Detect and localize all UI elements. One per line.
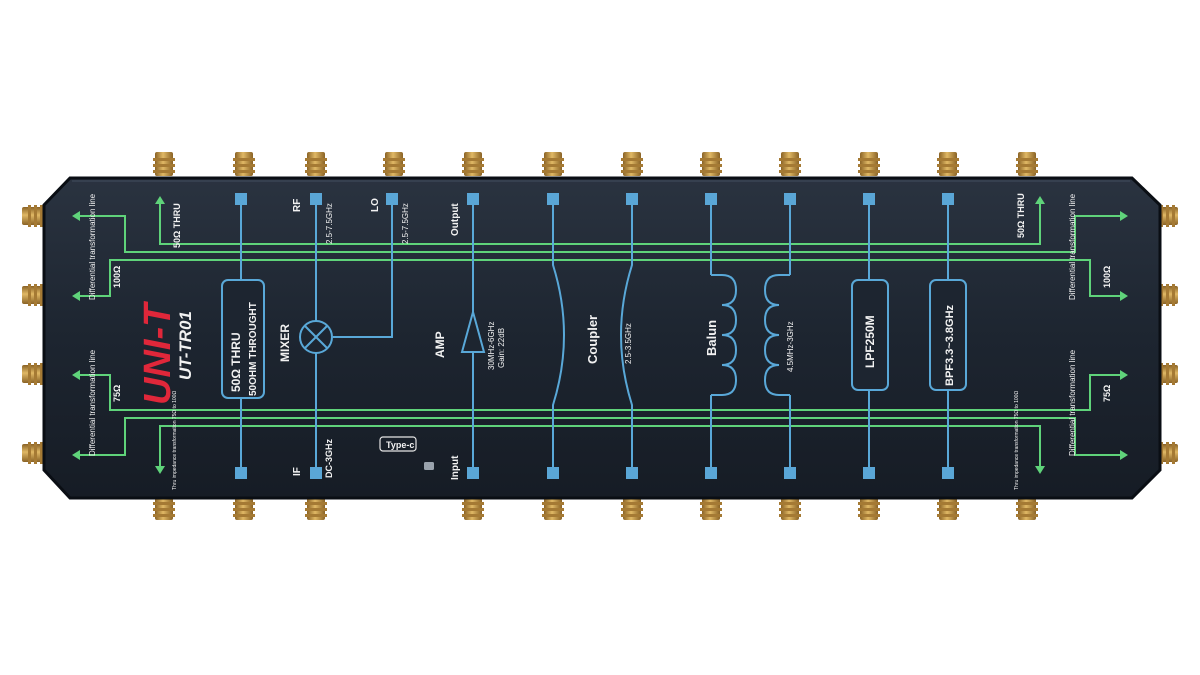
amp-input-label: Input — [450, 455, 461, 480]
mixer-rf-freq: 2.5-7.5GHz — [325, 203, 334, 244]
left-thru-50-label: 50Ω THRU — [172, 203, 182, 248]
left-ohm-75: 75Ω — [112, 385, 122, 402]
left-ohm-100: 100Ω — [112, 266, 122, 288]
mixer-rf-label: RF — [292, 199, 303, 212]
lpf-label: LPF250M — [863, 315, 877, 368]
bpf-block-outline — [929, 279, 967, 391]
amp-freq: 30MHz-6GHz — [487, 322, 496, 370]
balun-coil-icon — [711, 274, 790, 396]
balun-title: Balun — [704, 320, 719, 356]
top-connectors — [153, 152, 1038, 176]
model-number: UT-TR01 — [176, 311, 195, 380]
amp-output-label: Output — [450, 203, 461, 236]
mixer-lo-freq: 2.5-7.5GHz — [401, 203, 410, 244]
right-thru-note: Thru impedance transformation 75Ω to 100… — [1014, 391, 1020, 490]
type-c-label-box — [379, 436, 417, 452]
left-diff-line-1: Differential transformation line — [88, 193, 97, 300]
thru-block-line1: 50Ω THRU — [229, 332, 243, 392]
status-led — [424, 462, 434, 470]
right-ohm-75: 75Ω — [1102, 385, 1112, 402]
mixer-if-label: IF — [292, 467, 303, 476]
type-c-label: Type-c — [386, 440, 414, 450]
green-arrowheads — [72, 196, 1128, 474]
right-ohm-100: 100Ω — [1102, 266, 1112, 288]
amp-gain: Gain: 22dB — [497, 328, 506, 368]
green-traces — [75, 200, 1125, 470]
right-diff-line-2: Differential transformation line — [1068, 349, 1077, 456]
mixer-title: MIXER — [278, 324, 292, 362]
left-thru-note: Thru impedance transformation 75Ω to 100… — [172, 391, 178, 490]
amp-title: AMP — [433, 331, 447, 358]
thru-block-outline — [221, 279, 265, 399]
thru-block-line2: 50OHM THROUGHT — [248, 302, 259, 396]
right-thru-50-label: 50Ω THRU — [1016, 193, 1026, 238]
coupler-title: Coupler — [585, 315, 600, 364]
mixer-if-freq: DC-3GHz — [324, 438, 334, 478]
left-diff-line-2: Differential transformation line — [88, 349, 97, 456]
lpf-block-outline — [851, 279, 889, 391]
board-body — [42, 176, 1162, 500]
mixer-symbol-icon — [299, 320, 333, 354]
brand-logo: UNI-T — [137, 301, 179, 405]
bpf-label: BPF3.3~3.8GHz — [944, 304, 956, 386]
coupler-freq: 2.5-3.5GHz — [624, 323, 633, 364]
right-diff-line-1: Differential transformation line — [1068, 193, 1077, 300]
bottom-connectors — [153, 496, 1038, 520]
balun-freq: 4.5MHz-3GHz — [786, 321, 795, 372]
amp-triangle-icon — [460, 308, 486, 353]
mixer-lo-label: LO — [370, 198, 381, 212]
